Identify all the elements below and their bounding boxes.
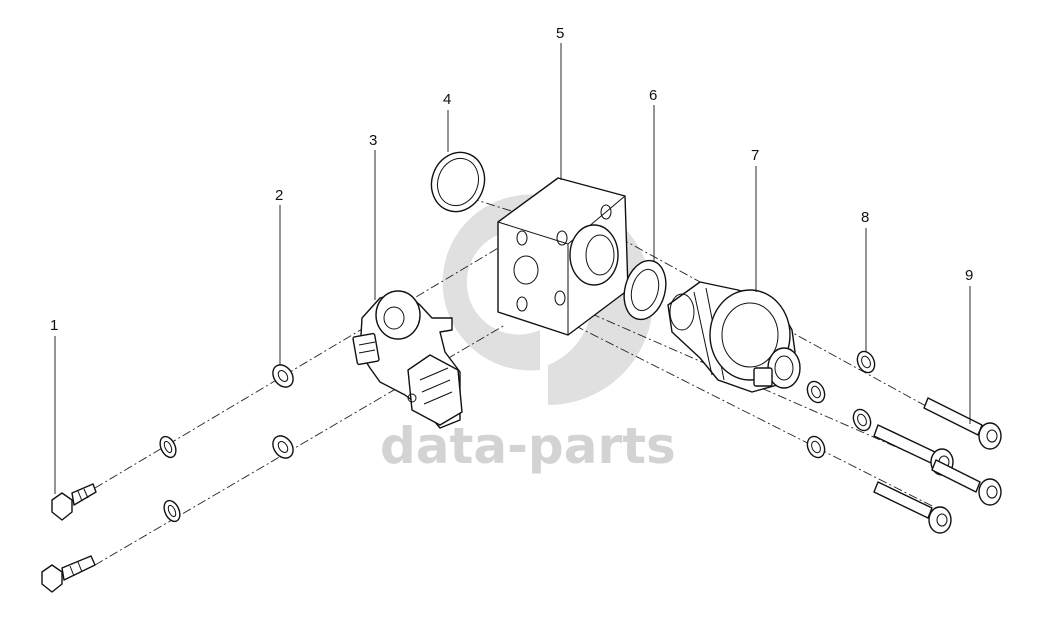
part-2-washer-upper xyxy=(272,364,294,388)
part-6-sealing-ring xyxy=(623,259,667,321)
part-9-cap-screw-4 xyxy=(873,481,952,534)
part-1-hex-bolt-upper xyxy=(51,483,97,521)
watermark-text: data-parts xyxy=(380,417,676,475)
part-7-pressure-switch xyxy=(667,281,801,393)
part-8-washers xyxy=(852,350,876,432)
callout-6: 6 xyxy=(649,87,657,104)
callout-9: 9 xyxy=(965,267,973,284)
leader-lines xyxy=(54,43,971,494)
part-4-o-ring xyxy=(430,151,486,213)
part-1-hex-bolt-lower xyxy=(41,555,96,593)
part-washers-switch-side xyxy=(806,380,826,459)
callout-2: 2 xyxy=(275,187,283,204)
watermark-logo-left xyxy=(442,194,540,371)
part-washers-bolt-side xyxy=(159,435,181,523)
part-5-valve-block xyxy=(497,177,629,336)
callout-1: 1 xyxy=(50,317,58,334)
callout-8: 8 xyxy=(861,209,869,226)
part-3-pressure-sensor xyxy=(352,290,463,429)
part-2-washer-lower xyxy=(272,435,294,459)
callout-4: 4 xyxy=(443,91,451,108)
part-9-cap-screw-1 xyxy=(923,397,1002,450)
callout-5: 5 xyxy=(556,25,564,42)
part-9-cap-screw-3 xyxy=(931,459,1002,506)
callout-3: 3 xyxy=(369,132,377,149)
callouts: 1 2 3 4 5 6 7 8 9 xyxy=(50,25,973,334)
callout-7: 7 xyxy=(751,147,759,164)
